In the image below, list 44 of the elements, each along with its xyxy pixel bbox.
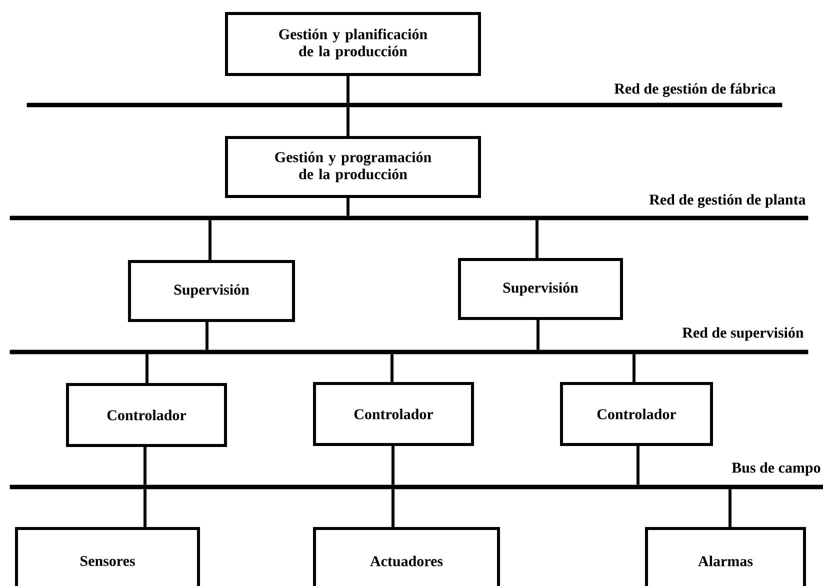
process-box bbox=[225, 12, 481, 76]
process-box bbox=[458, 258, 623, 320]
connector-line bbox=[536, 320, 540, 350]
box-label: Supervisión bbox=[174, 284, 250, 298]
box-label: Supervisión bbox=[503, 282, 578, 296]
bus-label: Red de gestión de planta bbox=[649, 194, 806, 208]
network-bus bbox=[10, 350, 808, 354]
process-box bbox=[645, 527, 806, 586]
box-label: Controlador bbox=[107, 410, 186, 420]
box-label: Gestión y planificación de la producción bbox=[279, 28, 428, 60]
box-label: Gestión y programación de la producción bbox=[275, 152, 432, 182]
network-bus bbox=[10, 484, 823, 490]
connector-line bbox=[346, 198, 350, 216]
connector-line bbox=[392, 489, 394, 527]
connector-line bbox=[144, 489, 146, 527]
process-box bbox=[313, 382, 474, 446]
connector-line bbox=[346, 107, 350, 136]
bus-label: Bus de campo bbox=[732, 462, 820, 476]
connector-line bbox=[208, 220, 212, 260]
connector-line bbox=[632, 354, 636, 382]
connector-line bbox=[390, 354, 394, 382]
process-box bbox=[560, 382, 713, 446]
connector-line bbox=[146, 354, 148, 383]
box-label: Actuadores bbox=[370, 556, 443, 566]
connector-line bbox=[392, 446, 394, 485]
connector-line bbox=[206, 322, 208, 350]
connector-line bbox=[144, 447, 146, 485]
box-label: Controlador bbox=[597, 408, 676, 420]
bus-label: Red de gestión de fábrica bbox=[614, 83, 776, 97]
connector-line bbox=[346, 76, 350, 103]
box-label: Controlador bbox=[354, 408, 434, 420]
process-box bbox=[66, 383, 227, 447]
network-bus bbox=[10, 216, 808, 220]
box-label: Sensores bbox=[80, 556, 135, 566]
box-label: Alarmas bbox=[698, 556, 753, 566]
process-box bbox=[225, 136, 481, 198]
process-box bbox=[313, 527, 500, 586]
bus-label: Red de supervisión bbox=[682, 327, 804, 341]
connector-line bbox=[636, 446, 640, 485]
network-bus bbox=[26, 102, 782, 108]
connector-line bbox=[536, 220, 538, 258]
connector-line bbox=[728, 489, 732, 527]
process-box bbox=[128, 260, 295, 322]
process-box bbox=[15, 527, 200, 586]
